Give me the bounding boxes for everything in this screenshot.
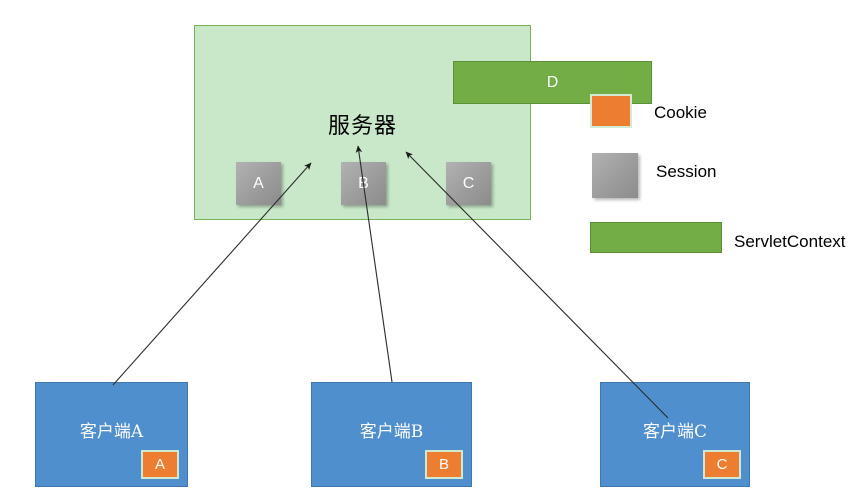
server-label: 服务器 [327,114,397,139]
cookie-badge-c: C [703,450,741,479]
client-label-c: 客户端C [642,422,707,442]
client-box-b: 客户端B B [311,382,472,487]
legend-swatch-session [592,153,638,198]
legend-label-session: Session [656,162,717,181]
client-box-a: 客户端A A [35,382,188,487]
session-box-c: C [446,162,491,205]
client-box-c: 客户端C C [600,382,750,487]
client-label-a: 客户端A [79,422,144,442]
cookie-badge-b: B [425,450,463,479]
legend-label-cookie: Cookie [654,103,707,122]
client-label-b: 客户端B [359,422,424,442]
legend-swatch-cookie [590,94,632,128]
session-box-b: B [341,162,386,205]
session-box-a: A [236,162,281,205]
legend-swatch-servletcontext [590,222,722,253]
legend-label-servletcontext: ServletContext [734,232,846,251]
cookie-badge-a: A [141,450,179,479]
